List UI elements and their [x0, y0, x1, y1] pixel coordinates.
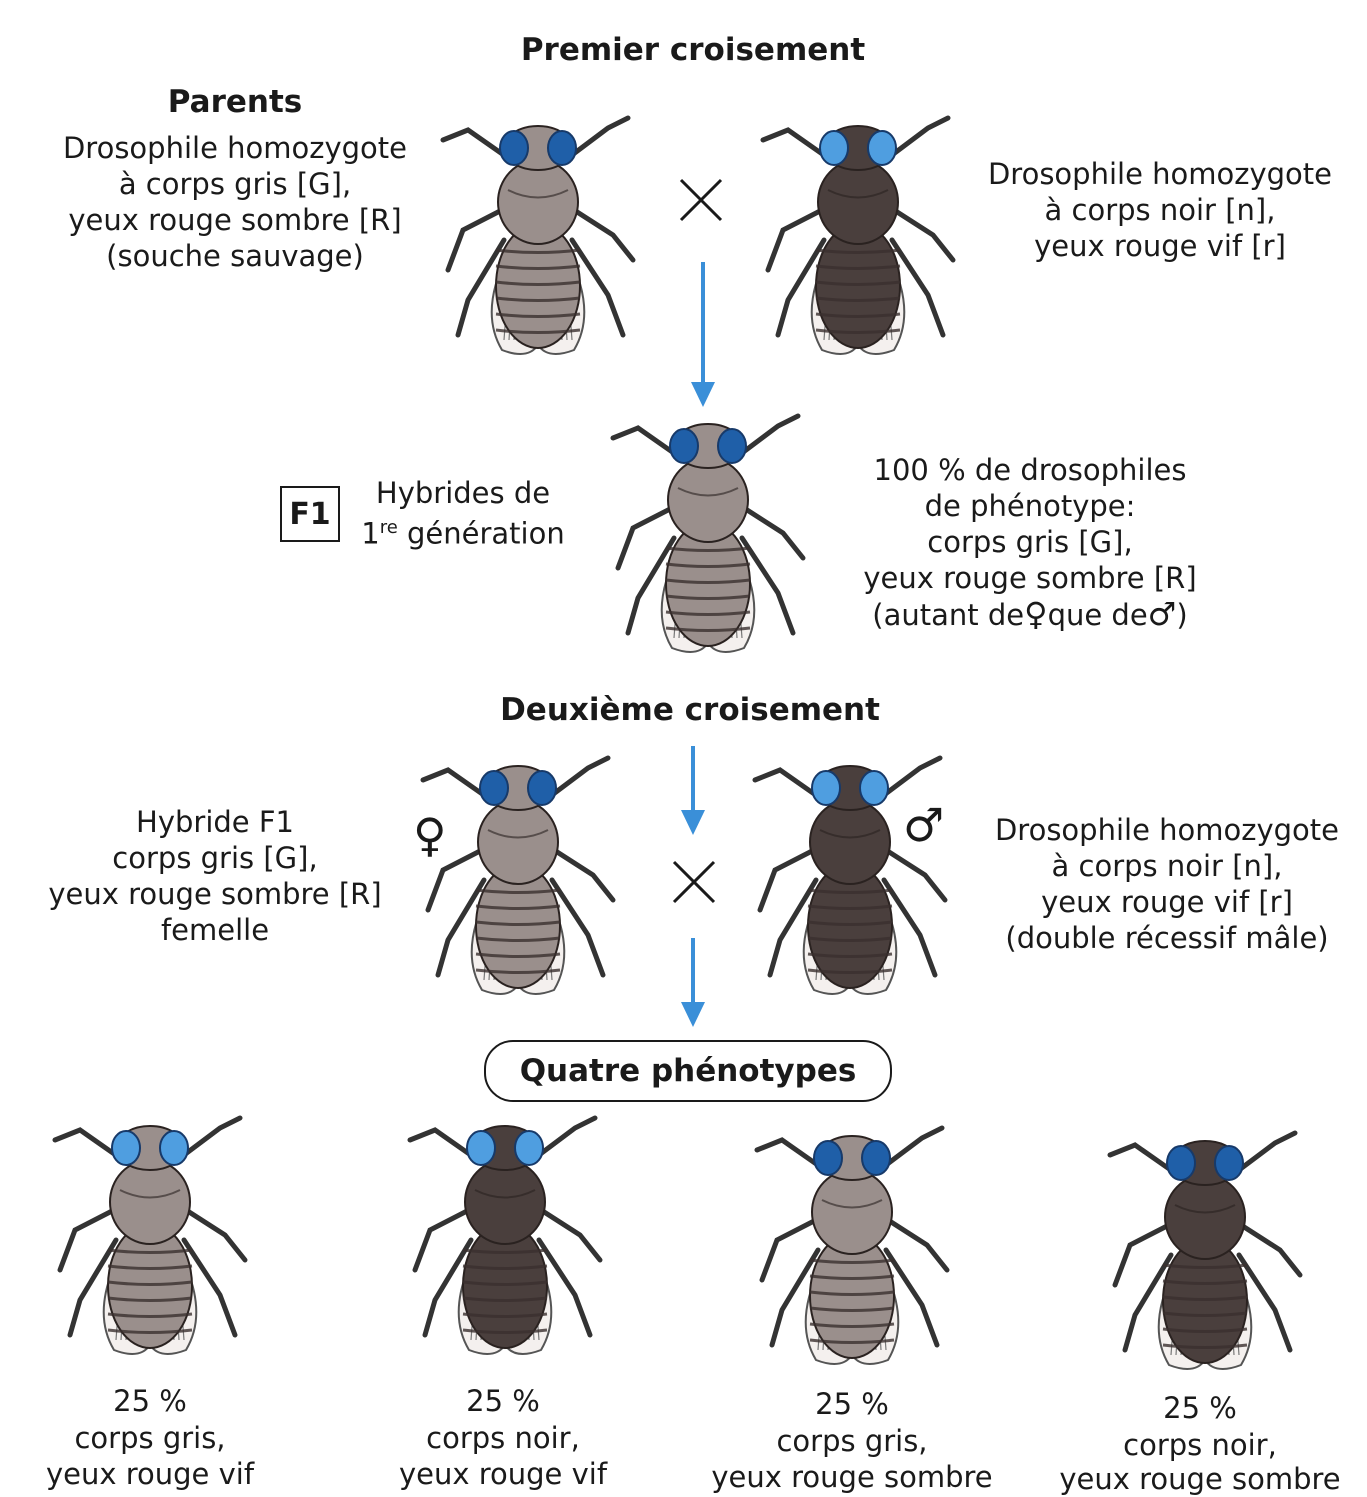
fly-f1-hybrid	[608, 408, 808, 672]
parent-right-line1: Drosophile homozygote	[965, 156, 1355, 192]
fly-offspring-1	[50, 1110, 250, 1374]
parent-right-line2: à corps noir [n],	[965, 192, 1355, 228]
parent-left-line2: à corps gris [G],	[40, 166, 430, 202]
offspring-1-line1: corps gris,	[20, 1420, 280, 1456]
f1-line1: Hybrides de	[348, 475, 578, 511]
offspring-4-line1: corps noir,	[1040, 1427, 1360, 1463]
second-right-line2: à corps noir [n],	[972, 848, 1362, 884]
offspring-4-line2: yeux rouge sombre	[1040, 1461, 1360, 1497]
offspring-2-line2: yeux rouge vif	[373, 1456, 633, 1492]
four-phenotypes-label: Quatre phénotypes	[484, 1040, 892, 1102]
second-left-line3: yeux rouge sombre [R]	[25, 876, 405, 912]
second-left-line2: corps gris [G],	[25, 840, 405, 876]
fly-second-male	[750, 750, 950, 1014]
f1-box: F1	[280, 486, 340, 542]
fly-parent-grey	[438, 110, 638, 374]
second-left-line1: Hybride F1	[25, 804, 405, 840]
f1-result-line3: corps gris [G],	[835, 524, 1225, 560]
fly-second-female	[418, 750, 618, 1014]
female-symbol: ♀	[1024, 595, 1047, 633]
parent-left-line1: Drosophile homozygote	[40, 130, 430, 166]
second-right-line4: (double récessif mâle)	[972, 920, 1362, 956]
second-left-line4: femelle	[25, 912, 405, 948]
fly-offspring-4	[1105, 1125, 1305, 1389]
offspring-4-percent: 25 %	[1040, 1390, 1360, 1426]
parent-left-line4: (souche sauvage)	[40, 238, 430, 274]
offspring-3-line1: corps gris,	[692, 1423, 1012, 1459]
title-first-cross: Premier croisement	[483, 32, 903, 68]
arrow-down-1	[688, 262, 718, 416]
arrow-down-2	[678, 746, 708, 842]
offspring-3-percent: 25 %	[692, 1386, 1012, 1422]
f1-result-line1: 100 % de drosophiles	[835, 452, 1225, 488]
parent-left-line3: yeux rouge sombre [R]	[40, 202, 430, 238]
offspring-3-line2: yeux rouge sombre	[692, 1459, 1012, 1495]
cross-symbol-1	[677, 176, 725, 228]
second-right-line1: Drosophile homozygote	[972, 812, 1362, 848]
f1-result-line4: yeux rouge sombre [R]	[835, 560, 1225, 596]
offspring-2-line1: corps noir,	[373, 1420, 633, 1456]
offspring-2-percent: 25 %	[373, 1383, 633, 1419]
fly-offspring-2	[405, 1110, 605, 1374]
f1-result-line5: (autant de♀que de♂)	[835, 596, 1225, 633]
parent-right-line3: yeux rouge vif [r]	[965, 228, 1355, 264]
f1-result-line2: de phénotype:	[835, 488, 1225, 524]
title-parents: Parents	[130, 84, 340, 120]
arrow-down-3	[678, 938, 708, 1034]
cross-symbol-2	[670, 858, 718, 910]
fly-parent-black	[758, 110, 958, 374]
male-symbol: ♂	[1148, 595, 1177, 633]
f1-line2: 1re génération	[348, 510, 578, 552]
offspring-1-percent: 25 %	[20, 1383, 280, 1419]
title-second-cross: Deuxième croisement	[470, 692, 910, 728]
offspring-1-line2: yeux rouge vif	[20, 1456, 280, 1492]
fly-offspring-3	[752, 1120, 952, 1384]
second-right-line3: yeux rouge vif [r]	[972, 884, 1362, 920]
